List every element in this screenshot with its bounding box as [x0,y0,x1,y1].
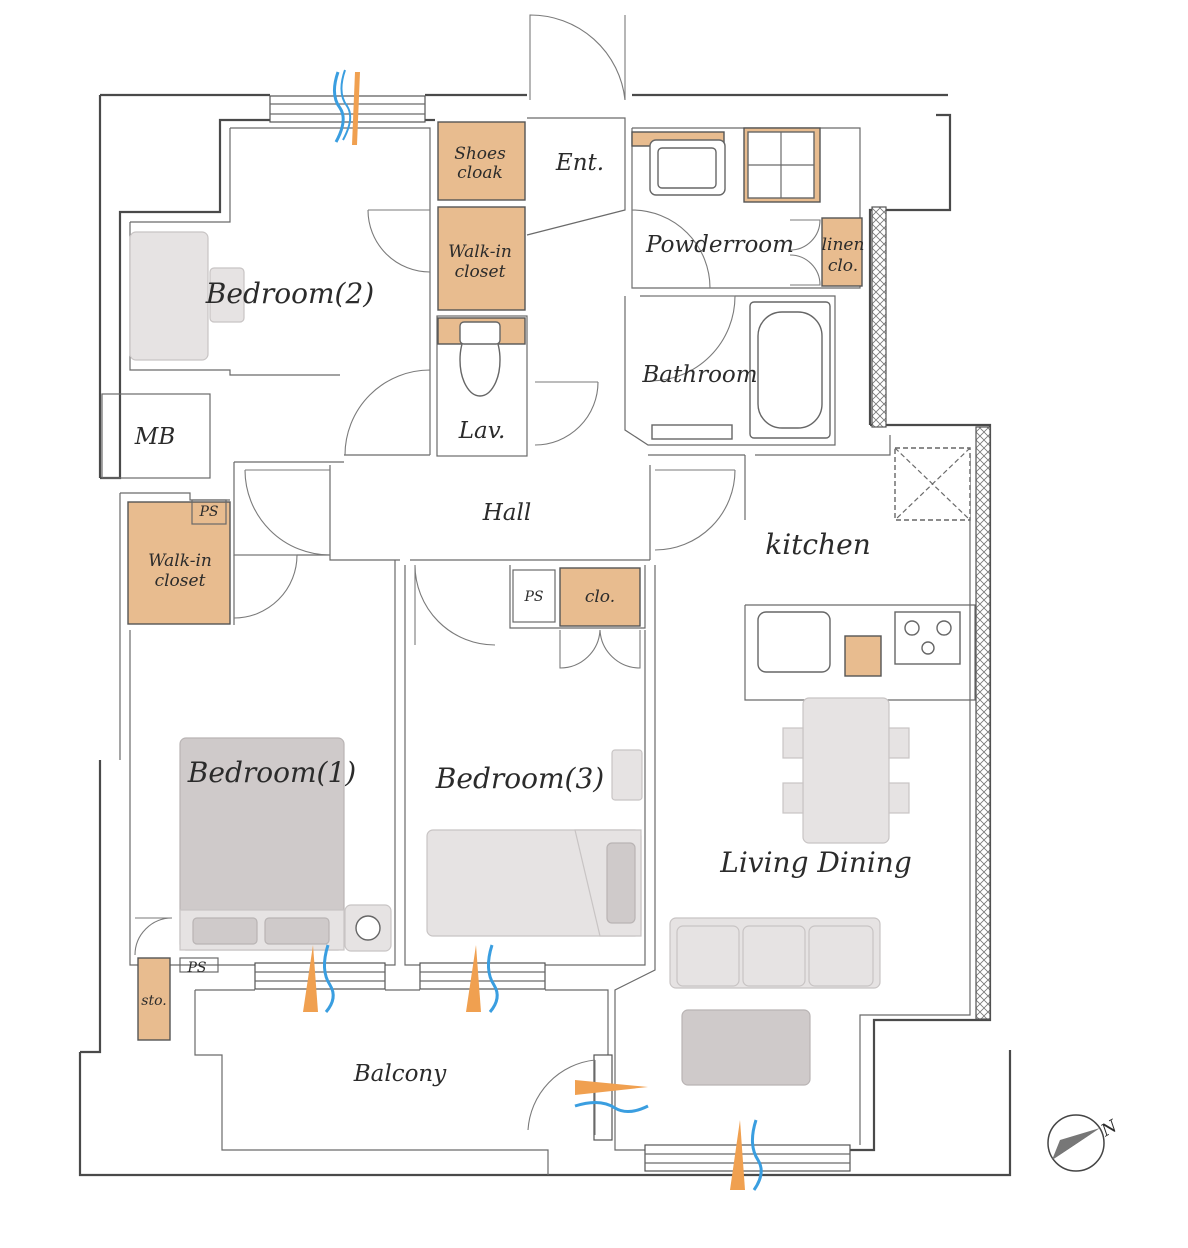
hatched-wall-upper [871,206,887,428]
furniture [129,231,910,1086]
label-bedroom-3: Bedroom(3) [435,762,604,795]
label-walkin-left-1: Walk-in [148,551,212,571]
label-kitchen: kitchen [765,528,871,561]
label-bedroom-2: Bedroom(2) [205,277,374,310]
label-linen-2: clo. [828,256,858,276]
windows [254,95,851,1172]
label-linen-1: linen [822,235,865,255]
label-walkin-left-2: closet [155,571,206,591]
label-walkin-top-2: closet [455,262,506,282]
label-hall: Hall [482,500,531,526]
label-entrance: Ent. [555,150,604,176]
label-bathroom: Bathroom [641,362,757,388]
label-lav: Lav. [458,418,506,444]
room-labels: Bedroom(2) Bedroom(1) Bedroom(3) Living … [134,144,1122,1142]
label-balcony: Balcony [353,1061,448,1087]
hatched-wall-right [975,426,991,1020]
outer-walls [78,93,1012,1177]
label-living-dining: Living Dining [719,846,912,879]
label-shoes-cloak-2: cloak [457,163,503,183]
label-ps-mid: PS [523,589,543,605]
compass-icon [1047,1114,1105,1172]
fixtures [179,131,971,973]
label-ps-bottom: PS [186,960,206,976]
label-walkin-top-1: Walk-in [448,242,512,262]
label-clo: clo. [585,587,615,607]
label-bedroom-1: Bedroom(1) [187,756,356,789]
label-shoes-cloak-1: Shoes [454,144,506,164]
label-powderroom: Powderroom [645,232,794,258]
doors [134,14,821,1135]
label-sto: sto. [141,993,166,1009]
label-ps-left: PS [198,504,218,520]
ventilation-arrows [303,69,763,1191]
label-mb: MB [134,424,175,450]
